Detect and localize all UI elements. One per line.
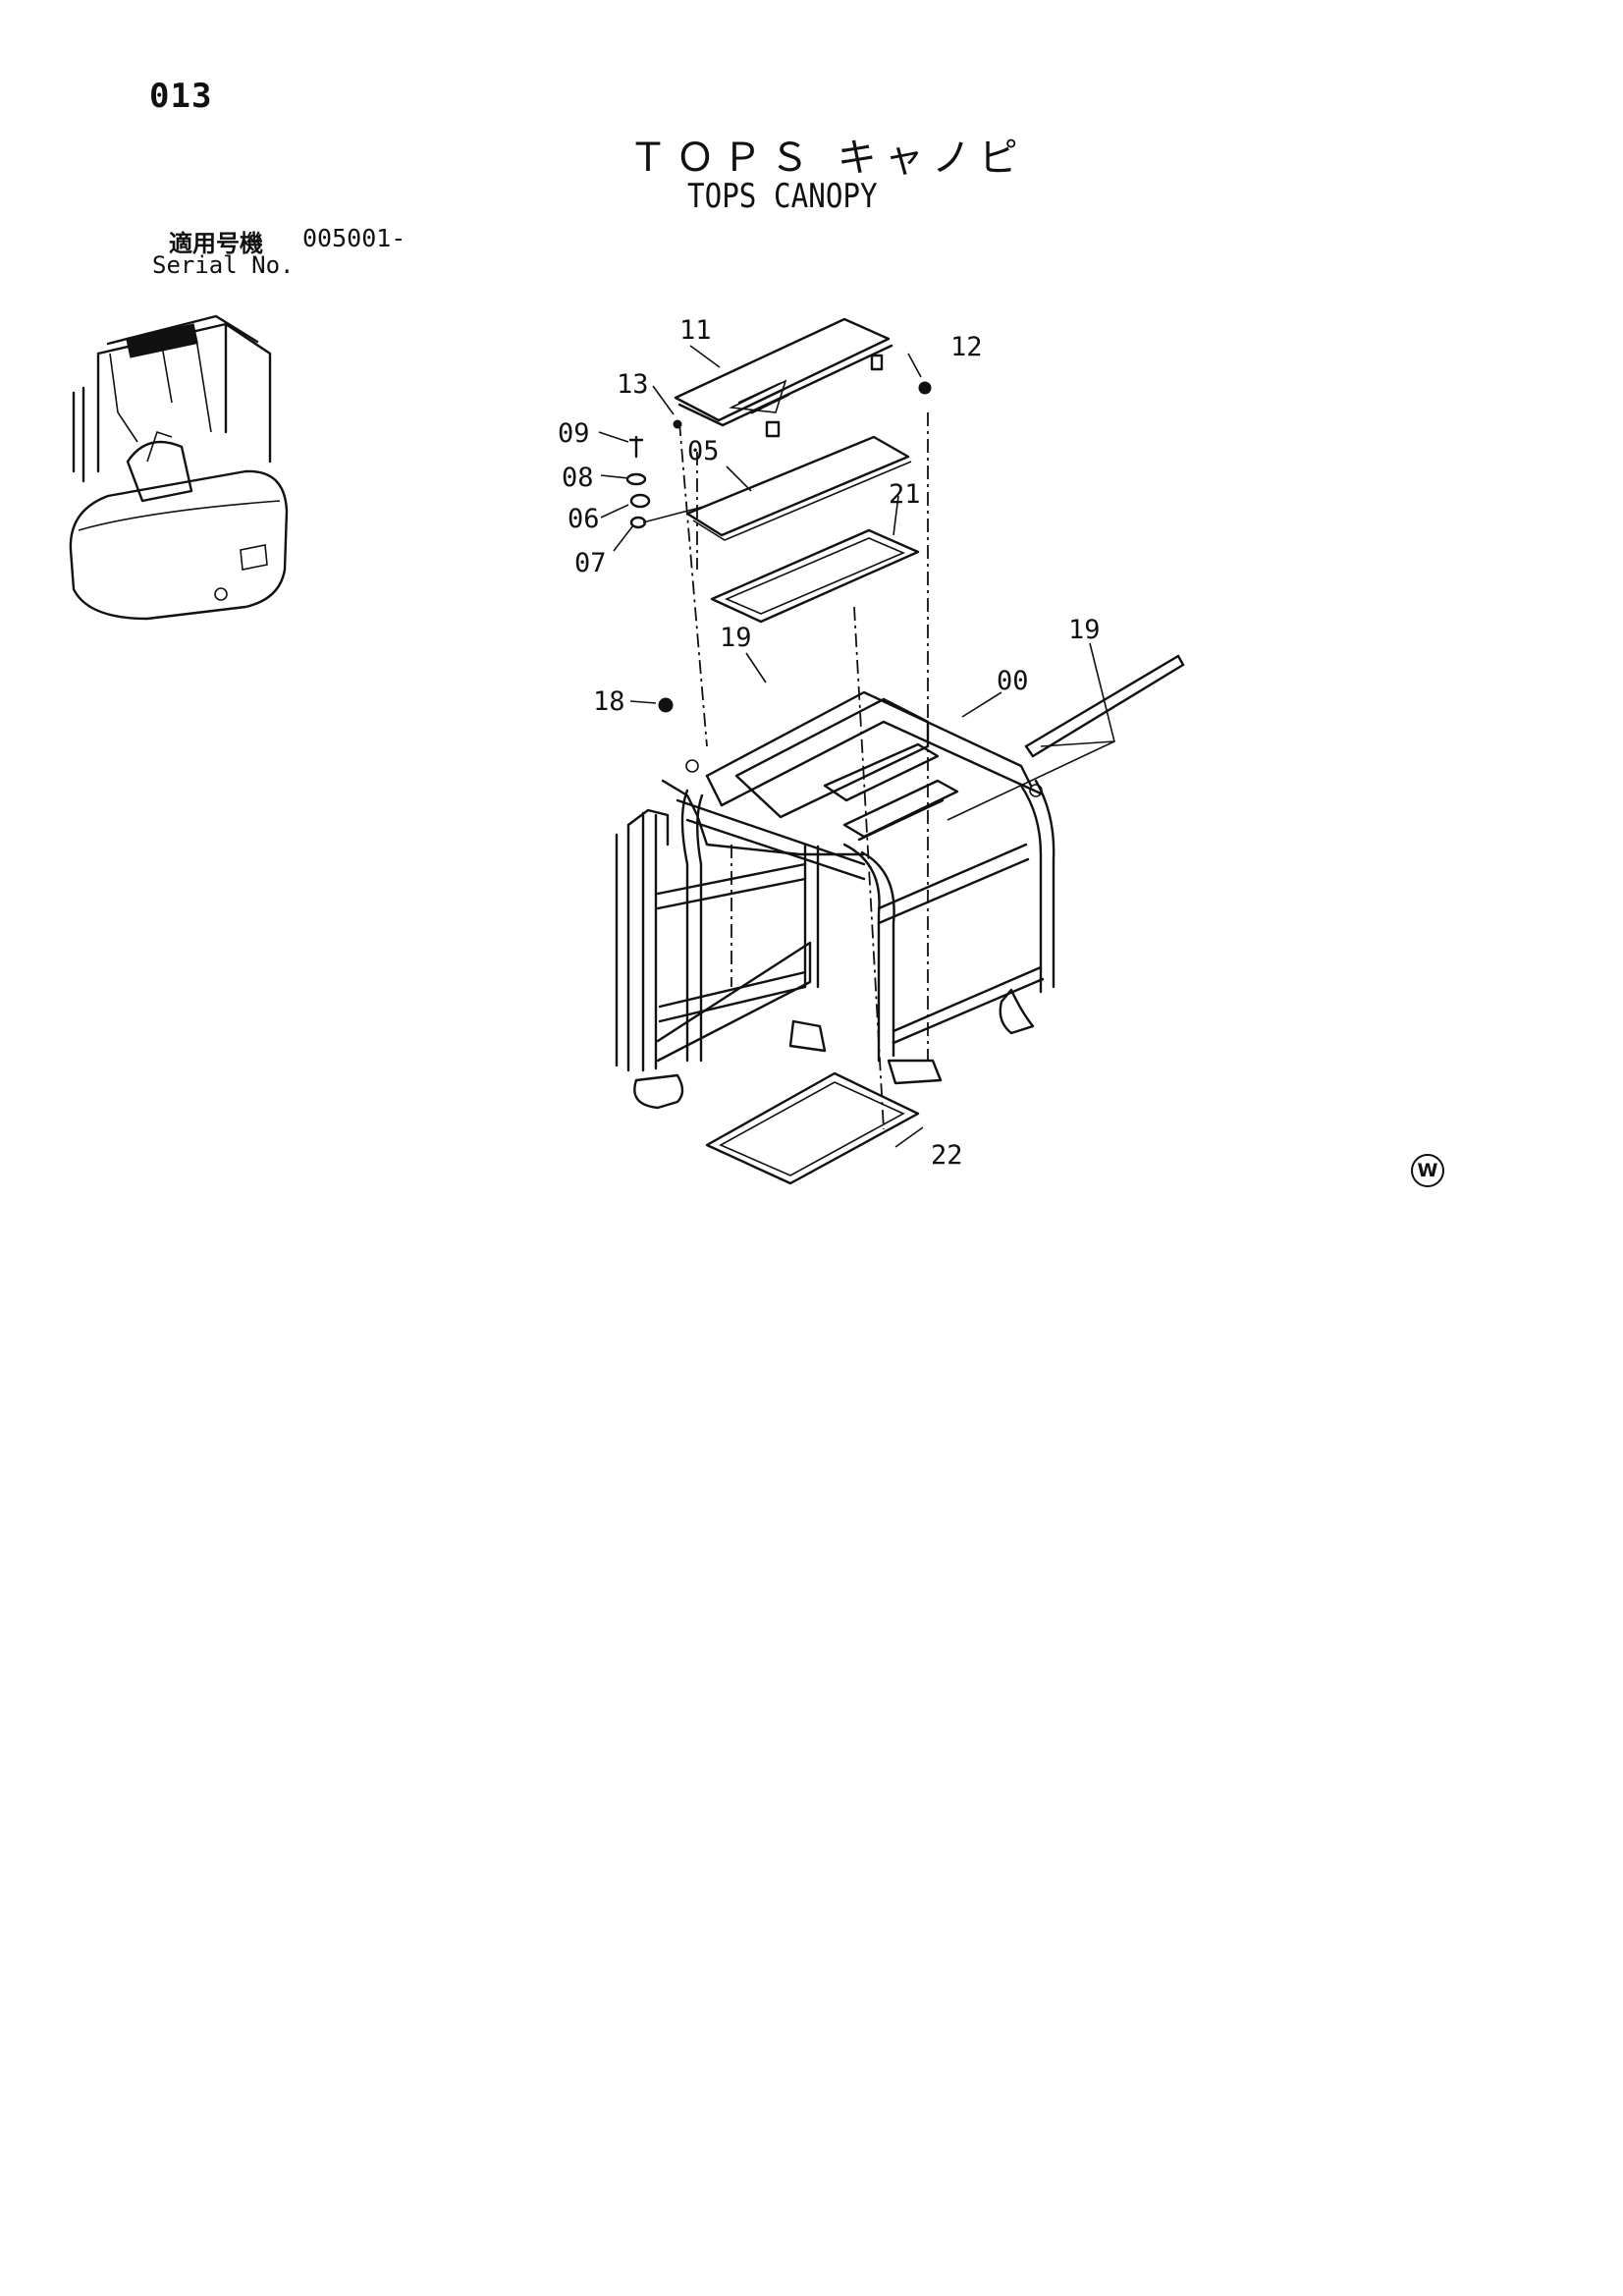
- callout-19-left: 19: [720, 623, 752, 653]
- callout-09: 09: [558, 418, 590, 449]
- serial-value: 005001-: [302, 224, 406, 252]
- callout-11: 11: [679, 315, 712, 346]
- callout-07: 07: [574, 548, 607, 578]
- part-21-gasket: [710, 528, 920, 624]
- callout-12: 12: [950, 332, 983, 362]
- hardware-parts: [625, 381, 932, 713]
- serial-label-japanese: 適用号機: [169, 230, 263, 257]
- callout-13: 13: [617, 369, 649, 400]
- callout-21: 21: [889, 479, 921, 510]
- w-mark-icon: W: [1411, 1154, 1444, 1187]
- page-number: 013: [149, 77, 213, 116]
- part-22-bottom-mat: [705, 1071, 920, 1185]
- callout-05: 05: [687, 436, 720, 466]
- title-japanese: ＴＯＰＳ キャノピ: [628, 136, 1026, 181]
- serial-label-english: Serial No.: [152, 251, 295, 279]
- callout-labels: 11 12 13 09 05 08 21 06 07 19 00 19 18 2…: [558, 315, 1101, 1171]
- callout-00: 00: [997, 666, 1029, 696]
- callout-06: 06: [568, 504, 600, 534]
- part-00-canopy-frame: [615, 690, 1055, 1110]
- part-05-plate: [685, 435, 912, 541]
- part-11-top-cover: [674, 317, 893, 438]
- leader-lines: [598, 345, 1115, 1148]
- title-english: TOPS CANOPY: [687, 177, 878, 216]
- callout-18: 18: [593, 686, 625, 717]
- machine-thumbnail-icon: [69, 314, 289, 621]
- callout-22: 22: [931, 1140, 963, 1171]
- callout-19-right: 19: [1068, 615, 1101, 645]
- part-19-tube: [1024, 654, 1185, 758]
- callout-08: 08: [562, 463, 594, 493]
